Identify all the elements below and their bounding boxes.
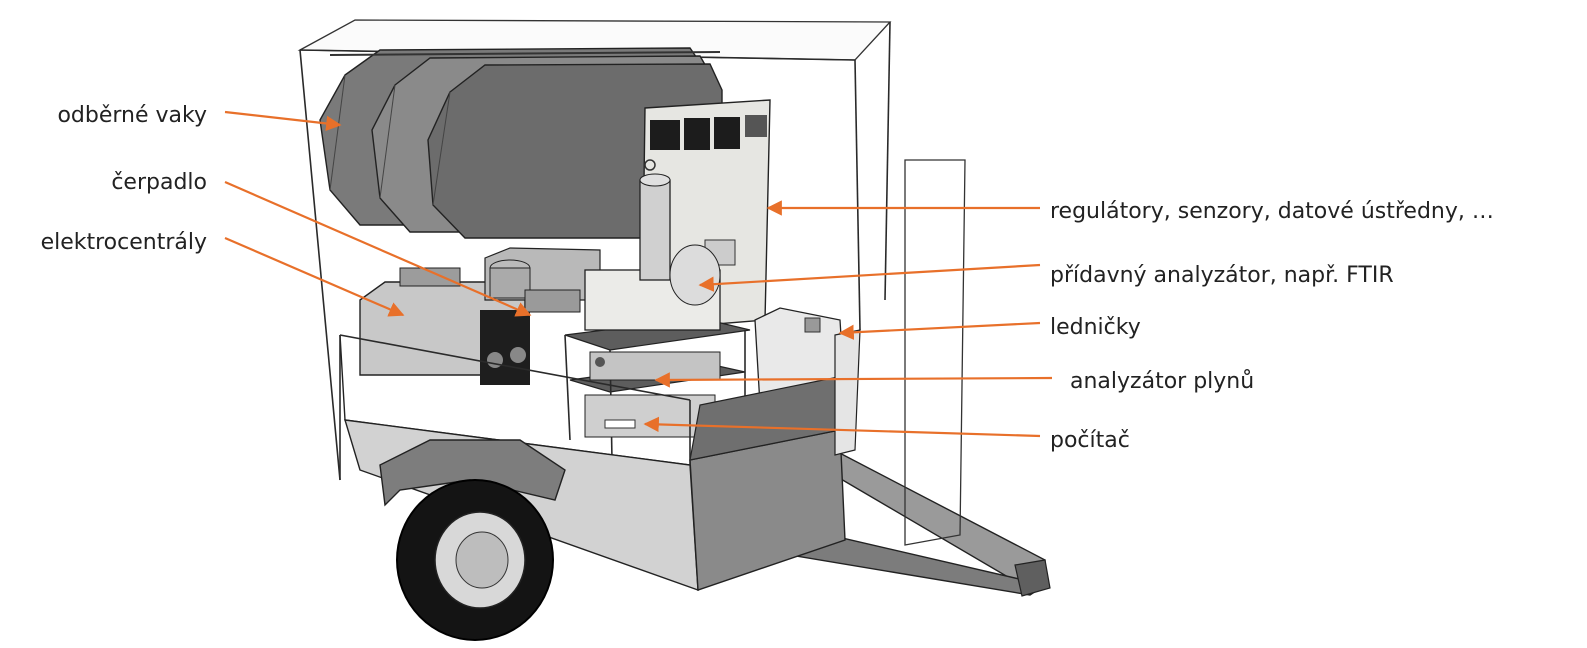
- label-gas-analyzer: analyzátor plynů: [1070, 369, 1254, 394]
- pump: [489, 259, 581, 313]
- label-extra-analyzer: přídavný analyzátor, např. FTIR: [1050, 263, 1394, 288]
- label-pump: čerpadlo: [111, 170, 207, 195]
- label-computer: počítač: [1050, 428, 1130, 453]
- leader-pump: [224, 180, 532, 317]
- generators: [359, 247, 601, 385]
- leader-bags: [224, 110, 342, 132]
- leader-extra-analyzer: [698, 263, 1041, 292]
- enclosure-front-edges: [339, 159, 966, 546]
- label-bags: odběrné vaky: [57, 103, 207, 128]
- label-generators: elektrocentrály: [41, 230, 207, 255]
- instrument-rack: [564, 173, 751, 461]
- trailer-wheel: [396, 479, 554, 641]
- leader-lines: [224, 110, 1053, 438]
- leader-gas-analyzer: [654, 372, 1053, 388]
- label-fridges: ledničky: [1050, 315, 1141, 340]
- leader-fridges: [838, 321, 1041, 340]
- label-controllers: regulátory, senzory, datové ústředny, …: [1050, 199, 1494, 224]
- mudguard: [379, 439, 566, 507]
- leader-generators: [224, 236, 405, 317]
- labels: odběrné vaky čerpadlo elektrocentrály re…: [41, 103, 1494, 453]
- trailer-illustration: [297, 19, 1051, 641]
- leader-computer: [643, 416, 1041, 438]
